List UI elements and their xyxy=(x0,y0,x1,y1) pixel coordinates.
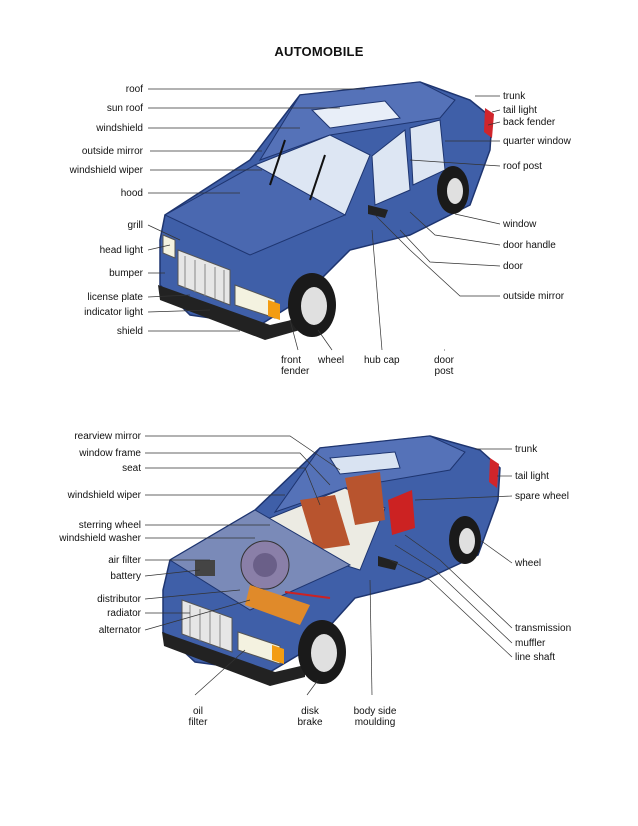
label-windshield-wiper-2: windshield wiper xyxy=(67,490,141,501)
label-grill: grill xyxy=(127,220,143,231)
label-windshield: windshield xyxy=(96,123,143,134)
label-window-frame: window frame xyxy=(79,448,141,459)
label-indicator-light: indicator light xyxy=(84,307,143,318)
label-shield: shield xyxy=(116,326,143,337)
label-bumper: bumper xyxy=(109,268,143,279)
label-spare-wheel: spare wheel xyxy=(515,491,569,502)
label-body-side-moulding: body side moulding xyxy=(353,706,397,728)
label-disk-brake: disk brake xyxy=(297,706,323,728)
bottom-leader-lines xyxy=(144,435,513,696)
label-quarter-window: quarter window xyxy=(503,136,571,147)
label-sun-roof: sun roof xyxy=(106,103,143,114)
label-trunk-2: trunk xyxy=(515,444,538,455)
label-line-shaft: line shaft xyxy=(515,652,556,663)
top-leader-lines xyxy=(147,88,501,351)
label-head-light: head light xyxy=(99,245,143,256)
label-windshield-washer: windshield washer xyxy=(59,533,141,544)
label-hub-cap: hub cap xyxy=(364,355,400,366)
label-wheel-2: wheel xyxy=(515,558,542,569)
car-exterior-illustration-icon xyxy=(158,81,494,340)
label-front-fender: front fender xyxy=(281,355,310,377)
label-tail-light-2: tail light xyxy=(515,471,549,482)
page-title: AUTOMOBILE xyxy=(274,44,364,59)
label-door-handle: door handle xyxy=(503,240,556,251)
label-air-filter: air filter xyxy=(108,555,141,566)
label-license-plate: license plate xyxy=(87,292,143,303)
label-seat: seat xyxy=(122,463,141,474)
label-door-post: door post xyxy=(433,355,454,377)
label-trunk: trunk xyxy=(503,91,526,102)
label-windshield-wiper: windshield wiper xyxy=(69,165,143,176)
label-sterring-wheel: sterring wheel xyxy=(78,520,141,531)
label-muffler: muffler xyxy=(515,638,546,649)
car-cutaway-illustration-icon xyxy=(162,435,501,686)
label-window: window xyxy=(503,219,537,230)
label-tail-light: tail light xyxy=(503,105,537,116)
label-outside-mirror-right: outside mirror xyxy=(503,291,565,302)
label-back-fender: back fender xyxy=(503,117,556,128)
label-roof: roof xyxy=(125,84,143,95)
label-wheel: wheel xyxy=(318,355,345,366)
label-battery: battery xyxy=(110,571,141,582)
label-roof-post: roof post xyxy=(503,161,542,172)
label-oil-filter: oil filter xyxy=(188,706,208,728)
label-radiator: radiator xyxy=(107,608,141,619)
label-rearview-mirror: rearview mirror xyxy=(74,431,141,442)
label-transmission: transmission xyxy=(515,623,572,634)
label-door: door xyxy=(503,261,524,272)
label-alternator: alternator xyxy=(98,625,141,636)
label-hood: hood xyxy=(120,188,143,199)
label-distributor: distributor xyxy=(97,594,141,605)
label-outside-mirror: outside mirror xyxy=(81,146,143,157)
